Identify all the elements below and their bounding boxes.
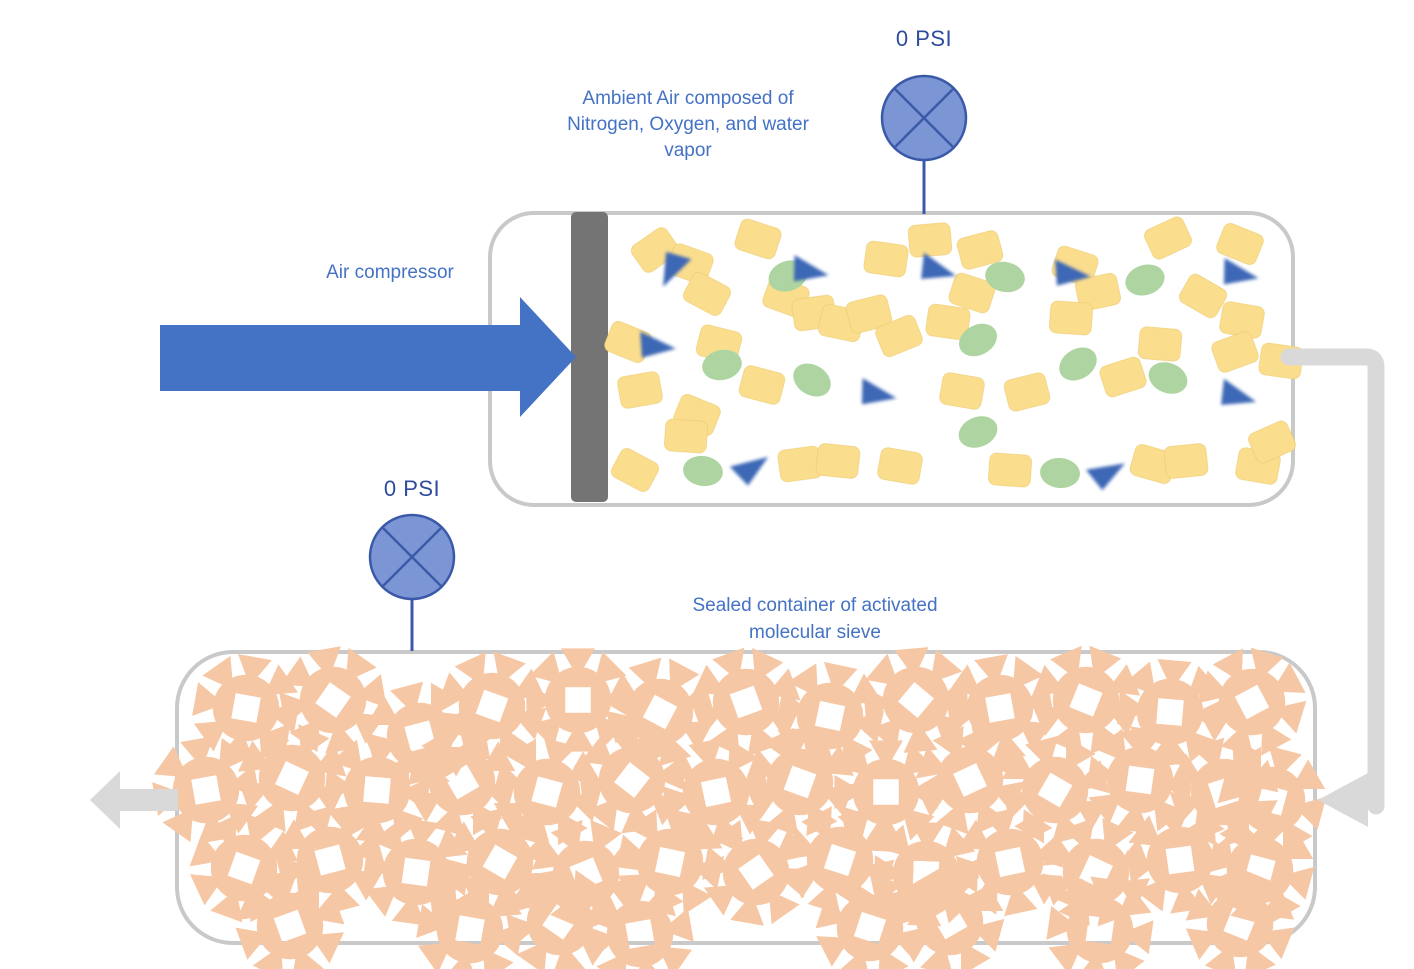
gauge-cross-line	[894, 88, 954, 148]
gauge-cross-line	[382, 527, 442, 587]
gauge-cross-line	[382, 527, 442, 587]
exit-arrow-icon	[90, 771, 178, 829]
gauge-bottom-reading: 0 PSI	[383, 476, 441, 501]
molecular-sieve-container	[175, 650, 1317, 945]
gauge-dial-icon	[368, 513, 456, 601]
compression-chamber	[488, 211, 1295, 507]
pressure-gauge-bottom	[368, 513, 456, 651]
gauge-top-reading: 0 PSI	[895, 26, 953, 51]
sieve-container-label: Sealed container of activated molecular …	[692, 595, 938, 643]
air-compressor-label: Air compressor	[326, 262, 454, 283]
ambient-air-label: Ambient Air composed of Nitrogen, Oxygen…	[567, 88, 809, 161]
piston-plate	[571, 212, 608, 502]
gauge-cross-line	[894, 88, 954, 148]
gauge-dial-icon	[880, 74, 968, 162]
pipe-arrowhead-icon	[1318, 773, 1368, 827]
pressure-gauge-top	[880, 74, 968, 214]
